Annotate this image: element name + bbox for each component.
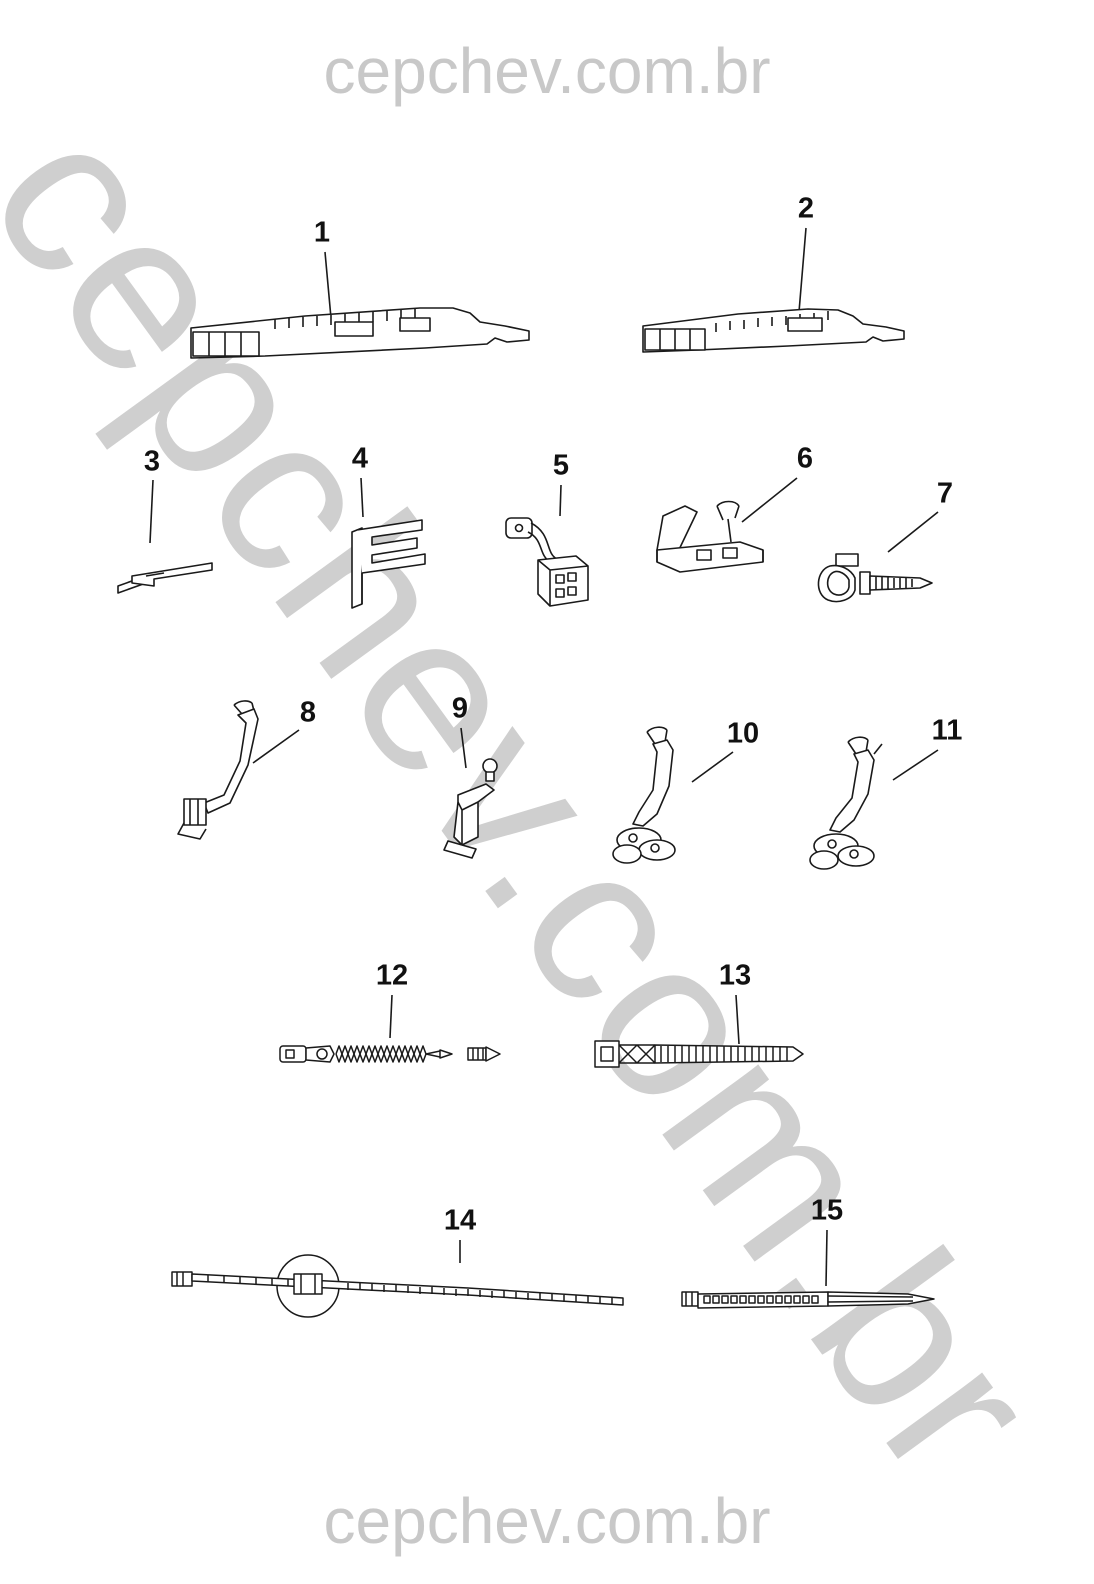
part-2-wiring-channel-drawing	[642, 308, 905, 353]
part-9-stud-bracket-drawing	[443, 758, 498, 859]
callout-label-13: 13	[718, 959, 752, 992]
callout-label-7: 7	[936, 477, 954, 510]
callout-label-2: 2	[797, 192, 815, 225]
callout-label-5: 5	[552, 449, 570, 482]
part-8-strap-bracket-drawing	[177, 700, 259, 840]
callout-label-14: 14	[443, 1204, 477, 1237]
part-1-wiring-channel-drawing	[190, 307, 530, 359]
callout-label-4: 4	[351, 442, 369, 475]
callout-label-9: 9	[451, 692, 469, 725]
callout-label-10: 10	[726, 717, 760, 750]
part-10-harness-strap-drawing	[612, 726, 676, 864]
part-14-tie-with-mount-drawing	[171, 1254, 624, 1318]
callout-label-3: 3	[143, 445, 161, 478]
watermark-bottom: cepchev.com.br	[323, 1485, 771, 1557]
part-5-connector-drawing	[505, 517, 589, 607]
part-15-short-tie-drawing	[681, 1291, 935, 1309]
part-4-folded-clip-drawing	[351, 519, 426, 609]
callout-label-8: 8	[299, 696, 317, 729]
callout-label-6: 6	[796, 442, 814, 475]
part-11-harness-strap-drawing	[809, 736, 883, 870]
part-3-flat-clip-drawing	[117, 562, 213, 594]
callout-label-1: 1	[313, 216, 331, 249]
callout-label-15: 15	[810, 1194, 844, 1227]
part-7-clamp-screw-drawing	[817, 553, 933, 603]
callout-label-12: 12	[375, 959, 409, 992]
callout-label-11: 11	[931, 714, 963, 747]
part-6-hinged-clip-drawing	[656, 500, 764, 573]
watermark-top: cepchev.com.br	[323, 35, 771, 107]
part-12-ratchet-tie-drawing	[279, 1045, 501, 1063]
part-13-serrated-tie-drawing	[594, 1040, 804, 1068]
